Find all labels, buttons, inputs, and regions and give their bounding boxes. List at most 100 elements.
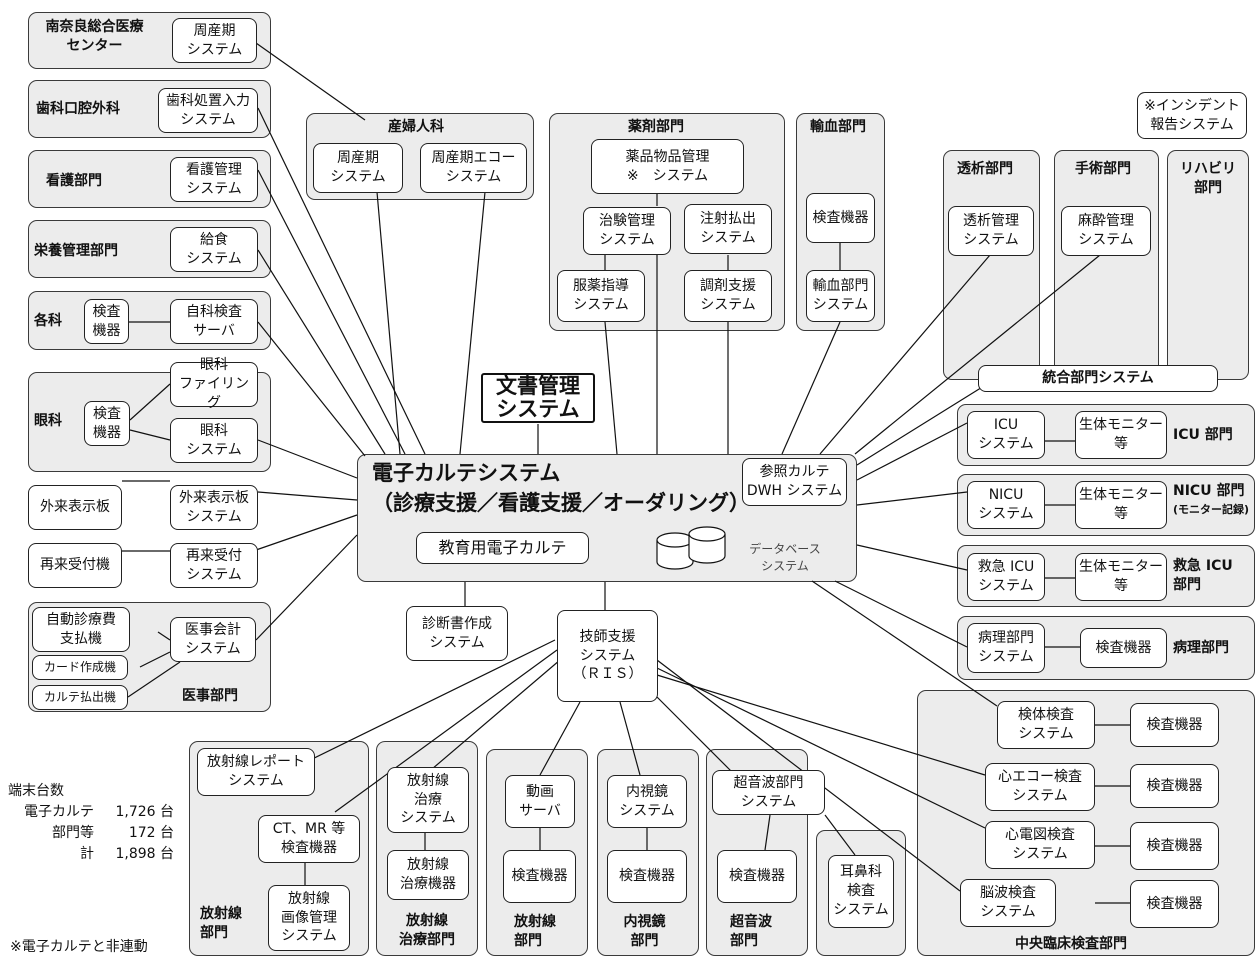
video-device[interactable]: 検査機器 xyxy=(503,850,576,903)
radiology-label: 放射線 部門 xyxy=(200,906,242,941)
pathology-device[interactable]: 検査機器 xyxy=(1080,628,1167,668)
dialysis-group xyxy=(943,150,1040,380)
video-dept-label: 放射線 部門 xyxy=(514,914,556,949)
emergency-icu-system[interactable]: 救急 ICU システム xyxy=(967,553,1045,601)
icu-label: ICU 部門 xyxy=(1173,427,1233,443)
ultrasound-label: 超音波 部門 xyxy=(730,914,772,949)
specimen-device[interactable]: 検査機器 xyxy=(1130,703,1219,747)
blood-device[interactable]: 検査機器 xyxy=(806,193,875,243)
incident-report-system[interactable]: ※インシデント 報告システム xyxy=(1137,92,1247,139)
terminal-row-value: 1,726 台 xyxy=(115,804,174,820)
medication-guide-system[interactable]: 服薬指導 システム xyxy=(557,270,645,322)
blood-label: 輸血部門 xyxy=(810,119,866,135)
pharmacy-label: 薬剤部門 xyxy=(628,119,684,135)
eeg-device[interactable]: 検査機器 xyxy=(1130,880,1219,928)
clinical-lab-label: 中央臨床検査部門 xyxy=(1015,936,1127,952)
blood-system[interactable]: 輸血部門 システム xyxy=(806,270,875,322)
revisit-system[interactable]: 再来受付 システム xyxy=(170,543,258,588)
dialysis-label: 透析部門 xyxy=(957,161,1013,177)
accounting-system[interactable]: 医事会計 システム xyxy=(170,617,256,662)
obgyn-echo-system[interactable]: 周産期エコー システム xyxy=(420,143,527,193)
terminal-row-value: 172 台 xyxy=(128,825,174,841)
dental-system[interactable]: 歯科処置入力 システム xyxy=(158,88,258,133)
echo-system[interactable]: 心エコー検査 システム xyxy=(985,763,1095,811)
nara-label: 南奈良総合医療 センター xyxy=(45,19,144,54)
eye-system[interactable]: 眼科 システム xyxy=(170,418,258,463)
emergency-icu-label: 救急 ICU 部門 xyxy=(1173,558,1233,593)
outpatient-board-system[interactable]: 外来表示板 システム xyxy=(170,485,258,530)
rehab-label: リハビリ 部門 xyxy=(1180,161,1236,196)
eeg-system[interactable]: 脳波検査 システム xyxy=(960,879,1056,927)
nicu-label: NICU 部門 xyxy=(1173,483,1245,499)
emergency-icu-monitor[interactable]: 生体モニター 等 xyxy=(1075,553,1167,601)
reference-chart-dwh[interactable]: 参照カルテ DWH システム xyxy=(742,458,847,506)
accounting-label: 医事部門 xyxy=(182,688,238,704)
auto-payment-machine[interactable]: 自動診療費 支払機 xyxy=(32,607,130,652)
nursing-system[interactable]: 看護管理 システム xyxy=(170,157,258,202)
terminal-row: 電子カルテ 1,726 台 xyxy=(8,802,174,823)
card-issuer[interactable]: カード作成機 xyxy=(32,655,128,680)
nursing-label: 看護部門 xyxy=(46,173,102,189)
surgery-label: 手術部門 xyxy=(1075,161,1131,177)
nicu-system[interactable]: NICU システム xyxy=(967,481,1045,529)
pathology-label: 病理部門 xyxy=(1173,640,1229,656)
radiotherapy-system[interactable]: 放射線 治療 システム xyxy=(387,767,469,833)
icu-system[interactable]: ICU システム xyxy=(967,411,1045,459)
document-mgmt-system[interactable]: 文書管理 システム xyxy=(481,373,595,423)
endoscopy-device[interactable]: 検査機器 xyxy=(607,850,687,903)
ct-mr-device[interactable]: CT、MR 等 検査機器 xyxy=(258,815,360,863)
depts-device[interactable]: 検査 機器 xyxy=(84,299,129,344)
radiotherapy-label: 放射線 治療部門 xyxy=(399,913,455,948)
trial-mgmt-system[interactable]: 治験管理 システム xyxy=(583,207,671,255)
anesthesia-system[interactable]: 麻酔管理 システム xyxy=(1061,206,1151,256)
dental-label: 歯科口腔外科 xyxy=(36,101,120,117)
ecg-system[interactable]: 心電図検査 システム xyxy=(985,821,1095,869)
pathology-system[interactable]: 病理部門 システム xyxy=(967,623,1045,673)
echo-device[interactable]: 検査機器 xyxy=(1130,764,1219,808)
eye-filing[interactable]: 眼科 ファイリング xyxy=(170,357,258,411)
obgyn-perinatal-system[interactable]: 周産期 システム xyxy=(313,143,403,193)
education-ehr[interactable]: 教育用電子カルテ xyxy=(416,532,589,564)
chart-dispenser[interactable]: カルテ払出機 xyxy=(32,685,128,710)
ultrasound-device[interactable]: 検査機器 xyxy=(717,850,797,903)
footnote: ※電子カルテと非連動 xyxy=(10,939,148,955)
ultrasound-system[interactable]: 超音波部門 システム xyxy=(712,770,825,815)
eye-device[interactable]: 検査 機器 xyxy=(84,401,130,446)
ris-system[interactable]: 技師支援 システム （ＲＩＳ） xyxy=(557,610,658,702)
endoscopy-label: 内視鏡 部門 xyxy=(623,914,666,949)
radiology-report-system[interactable]: 放射線レポート システム xyxy=(197,748,315,796)
revisit-machine[interactable]: 再来受付機 xyxy=(28,543,122,588)
surgery-group xyxy=(1054,150,1159,380)
nara-perinatal-system[interactable]: 周産期 システム xyxy=(172,18,257,63)
terminal-row-label: 電子カルテ xyxy=(24,804,94,820)
dialysis-system[interactable]: 透析管理 システム xyxy=(948,206,1034,256)
outpatient-board[interactable]: 外来表示板 xyxy=(28,485,122,530)
rehab-group xyxy=(1167,150,1249,380)
video-server[interactable]: 動画 サーバ xyxy=(505,775,575,828)
depts-server[interactable]: 自科検査 サーバ xyxy=(170,299,258,344)
endoscopy-system[interactable]: 内視鏡 システム xyxy=(607,775,687,828)
integrated-dept-system[interactable]: 統合部門システム xyxy=(978,365,1218,392)
ecg-device[interactable]: 検査機器 xyxy=(1130,822,1219,870)
obgyn-label: 産婦人科 xyxy=(388,119,444,135)
meal-system[interactable]: 給食 システム xyxy=(170,227,258,272)
depts-label: 各科 xyxy=(34,313,62,329)
drug-supply-system[interactable]: 薬品物品管理 ※ システム xyxy=(591,139,744,194)
specimen-system[interactable]: 検体検査 システム xyxy=(997,701,1095,749)
dispensing-system[interactable]: 調剤支援 システム xyxy=(684,270,772,322)
ehr-system-title: 電子カルテシステム （診療支援／看護支援／オーダリング） xyxy=(372,461,750,516)
icu-monitor[interactable]: 生体モニター 等 xyxy=(1075,411,1167,459)
nicu-monitor[interactable]: 生体モニター 等 xyxy=(1075,481,1167,529)
radiotherapy-device[interactable]: 放射線 治療機器 xyxy=(387,850,469,900)
radiology-pacs[interactable]: 放射線 画像管理 システム xyxy=(268,885,350,951)
ent-system[interactable]: 耳鼻科 検査 システム xyxy=(828,855,894,928)
database-label: データベース システム xyxy=(749,542,821,573)
certificate-system[interactable]: 診断書作成 システム xyxy=(406,606,508,661)
database-icon xyxy=(656,526,726,570)
terminal-row-value: 1,898 台 xyxy=(115,846,174,862)
injection-system[interactable]: 注射払出 システム xyxy=(684,204,772,254)
